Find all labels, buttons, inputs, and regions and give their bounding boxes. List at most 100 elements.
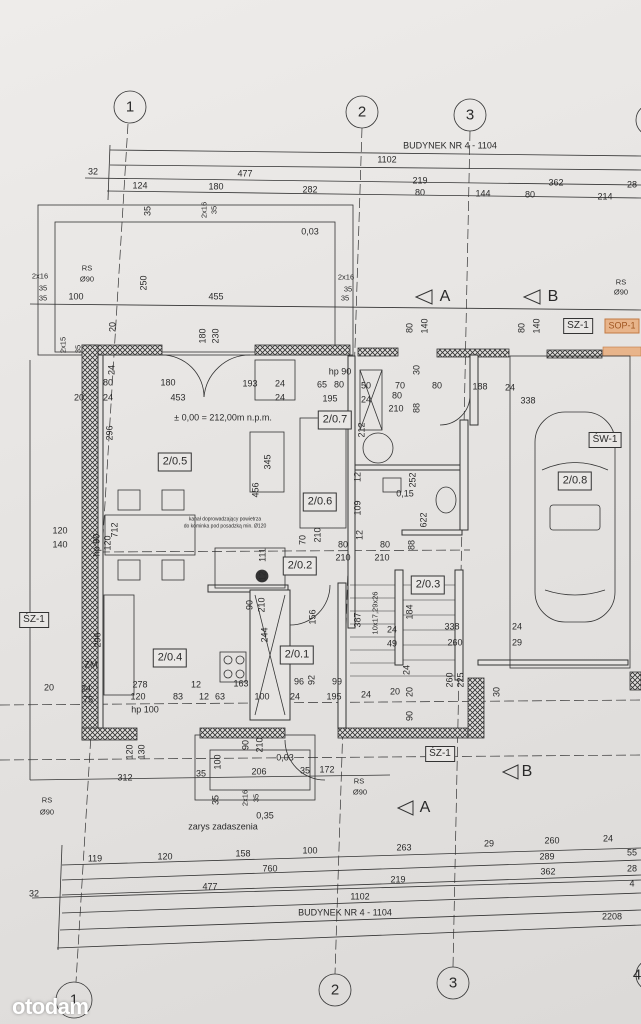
dimension-label: 456 (250, 482, 261, 498)
dimension-label: 210 (388, 403, 404, 414)
section-marker: A (439, 288, 451, 305)
dimension-label: 453 (170, 392, 186, 403)
dimension-label: 219 (390, 874, 406, 885)
dimension-label: 29 (511, 637, 523, 648)
dimension-label: 244 (259, 627, 270, 643)
grid-axis-circle (635, 107, 641, 133)
grid-axis-label: 4 (632, 966, 641, 984)
dimension-label: 4 (629, 878, 635, 889)
dimension-label: 712 (109, 522, 120, 538)
dimension-label: 35 (209, 205, 219, 215)
dimension-label: 65 (316, 379, 328, 390)
dimension-label: 278 (132, 679, 148, 690)
dimension-label: 80 (379, 539, 391, 550)
dimension-label: 80 (333, 379, 345, 390)
dimension-label: 2x15 (58, 336, 68, 354)
car-outline (534, 411, 616, 623)
dimension-label: 88 (406, 539, 417, 551)
wall (337, 727, 469, 739)
dimension-label: 80 (404, 322, 415, 334)
level-label: 0,35 (256, 810, 274, 821)
grid-axis-circle (345, 95, 379, 129)
room-label: 2/0.6 (302, 492, 338, 512)
dimension-label: 24 (386, 624, 398, 635)
sofa (299, 417, 347, 529)
dimension-label: 24 (504, 382, 516, 393)
dimension-label: 32 (28, 888, 40, 899)
dimension-label: 80 (102, 377, 114, 388)
dimension-label: 124 (132, 180, 148, 191)
duct-note: do kominka pod posadzką min. Ø120 (183, 523, 267, 530)
downpipe-label: RS (41, 795, 53, 805)
dimension-label: 172 (319, 764, 335, 775)
dimension-label: 80 (414, 187, 426, 198)
dimension-label: 362 (548, 177, 564, 188)
downpipe-label: RS (353, 776, 365, 786)
dimension-label: 289 (539, 851, 555, 862)
dimension-label: 63 (214, 691, 226, 702)
grid-axis-label: 2 (357, 103, 367, 121)
dimension-label: 477 (202, 881, 218, 892)
dimension-label: 24 (80, 683, 92, 694)
dimension-label: 760 (262, 863, 278, 874)
wall (357, 347, 399, 357)
dimension-label: 193 (242, 378, 258, 389)
dimension-label: 96 (293, 676, 305, 687)
level-label: 0,03 (301, 226, 319, 237)
dimension-label: 100 (212, 754, 223, 770)
window-height-label: hp 100 (131, 704, 159, 715)
downpipe-label: RS (615, 277, 627, 287)
building-label: BUDYNEK NR 4 - 1104 (403, 140, 497, 151)
dimension-label: 70 (297, 534, 308, 546)
dimension-label: 260 (544, 835, 560, 846)
dimension-label: 24 (511, 621, 523, 632)
dimension-label: 338 (444, 621, 460, 632)
dimension-label: 210 (335, 552, 351, 563)
downpipe-label: Ø90 (39, 807, 55, 817)
grid-axis-circle (55, 981, 93, 1019)
dimension-label: 210 (256, 597, 267, 613)
downpipe-label: Ø90 (613, 287, 629, 297)
dimension-label: 24 (289, 691, 301, 702)
grid-axis-label: 2 (330, 981, 340, 999)
dimension-label: 35 (38, 293, 48, 303)
dimension-label: 477 (237, 168, 253, 179)
dimension-label: 100 (68, 291, 84, 302)
section-marker: B (521, 763, 533, 780)
dimension-label: 312 (117, 772, 133, 783)
grid-axis-label: 3 (448, 974, 458, 992)
dimension-label: 120 (102, 535, 113, 551)
room-label: 2/0.7 (317, 410, 353, 430)
dimension-label: 140 (419, 318, 430, 334)
dimension-label: 80 (391, 390, 403, 401)
dimension-label: 212 (356, 422, 367, 438)
downpipe-label: Ø90 (352, 787, 368, 797)
room-label: 2/0.2 (282, 556, 318, 576)
dimension-label: 184 (404, 604, 415, 620)
dimension-label: 90 (244, 599, 255, 611)
dimension-label: 2208 (601, 911, 623, 922)
element-tag: ŚZ-1 (19, 612, 49, 628)
dimension-label: 12 (354, 529, 365, 541)
dimension-label: 338 (520, 395, 536, 406)
dimension-label: 12 (352, 471, 363, 483)
downpipe-label: Ø90 (79, 274, 95, 284)
dimension-label: 180 (208, 181, 224, 192)
watermark-logo: otodam (12, 994, 89, 1019)
dimension-label: 252 (407, 472, 418, 488)
section-marker: A (419, 799, 431, 816)
dimension-label: 163 (233, 678, 249, 689)
building-label: BUDYNEK NR 4 - 1104 (298, 907, 392, 918)
dimension-label: 80 (524, 189, 536, 200)
dimension-label: 24 (106, 364, 117, 376)
dimension-label: 32 (87, 166, 99, 177)
wall (546, 349, 603, 359)
meter-label: ZM (84, 659, 98, 670)
dimension-label: 90 (404, 710, 415, 722)
dimension-label: 282 (302, 184, 318, 195)
dimension-label: 230 (210, 328, 221, 344)
dimension-label: 35 (142, 205, 153, 217)
room-label: 2/0.8 (557, 471, 593, 491)
dimension-label: 24 (360, 394, 372, 405)
